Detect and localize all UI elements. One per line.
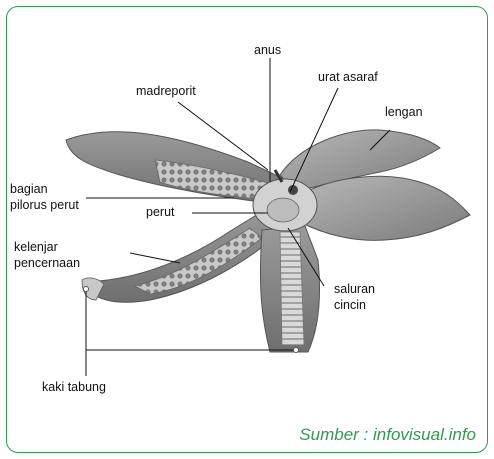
label-cincin: cincin: [334, 298, 366, 313]
tube-foot-tip: [84, 287, 89, 292]
right-arm: [300, 176, 470, 240]
label-madreporit: madreporit: [136, 84, 196, 99]
label-kelenjar: kelenjar: [14, 240, 58, 255]
upper-left-arm: [66, 132, 282, 205]
lower-left-arm: [82, 208, 278, 302]
source-credit: Sumber : infovisual.info: [299, 425, 476, 445]
tube-foot-tip: [294, 348, 299, 353]
label-urat-asaraf: urat asaraf: [318, 70, 378, 85]
label-pencernaan: pencernaan: [14, 256, 80, 271]
label-bagian: bagian: [10, 182, 48, 197]
label-kaki-tabung: kaki tabung: [42, 380, 106, 395]
label-pilorus-perut: pilorus perut: [10, 198, 79, 213]
bottom-arm: [260, 226, 319, 352]
label-anus: anus: [254, 43, 281, 58]
label-perut: perut: [146, 205, 175, 220]
label-saluran: saluran: [334, 282, 375, 297]
label-lengan: lengan: [385, 105, 423, 120]
